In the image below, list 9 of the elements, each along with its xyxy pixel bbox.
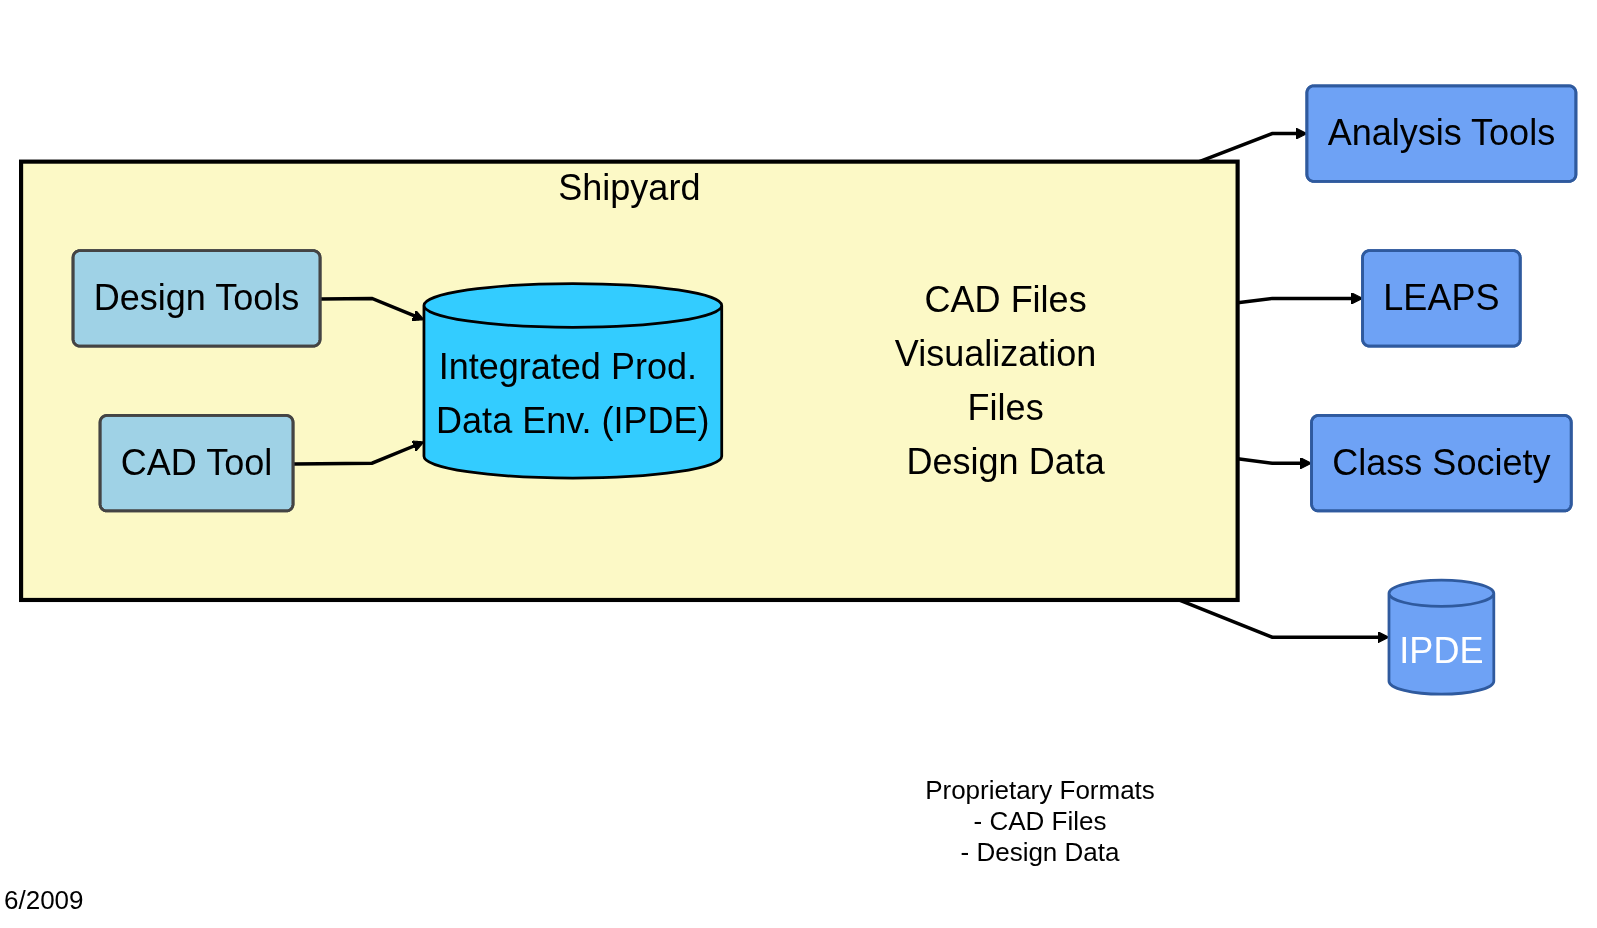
- note-text: - Design Data: [960, 837, 1120, 868]
- arrow: [293, 440, 425, 466]
- arrow: [320, 296, 425, 322]
- date-text: 6/2009: [4, 885, 84, 916]
- node-label: Design Data: [906, 440, 1105, 482]
- node-label: CAD Files: [924, 278, 1087, 320]
- note-text: - CAD Files: [973, 806, 1107, 837]
- node-label: Visualization Files: [894, 332, 1097, 428]
- note-text: Proprietary Formats: [925, 775, 1155, 806]
